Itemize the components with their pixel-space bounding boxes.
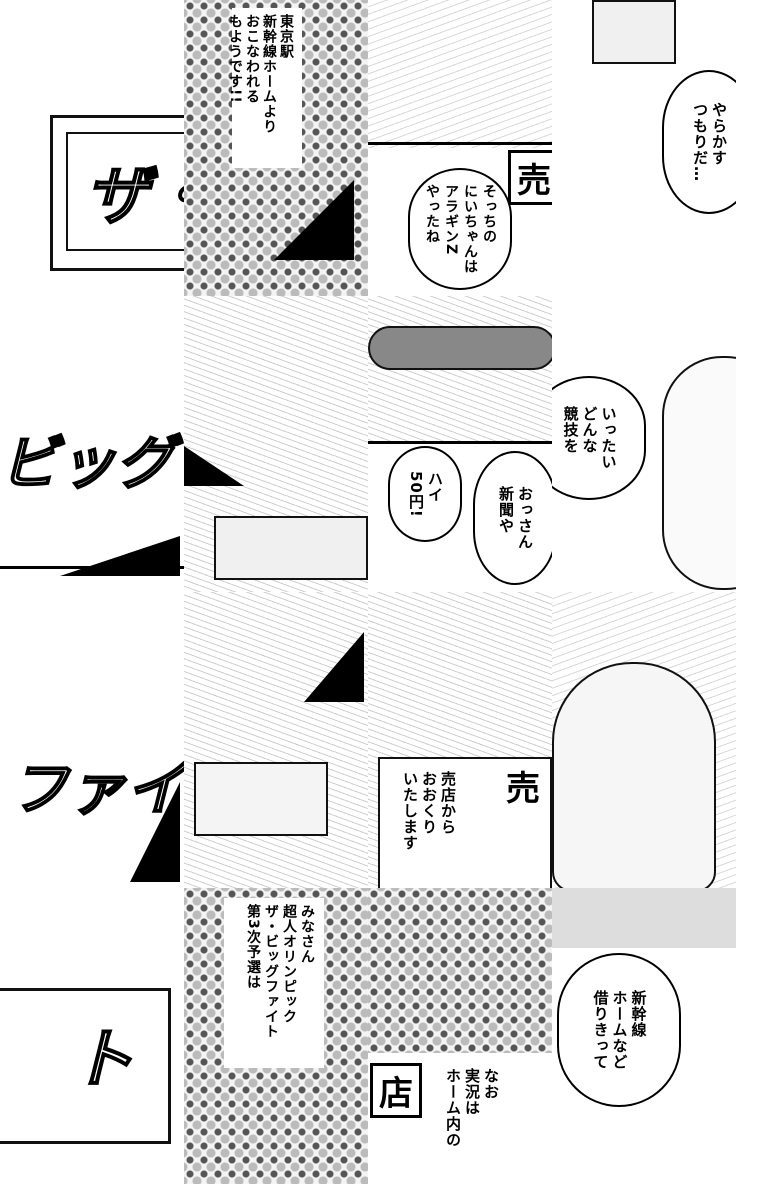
speech-bubble: ハイ 50円! (388, 446, 462, 542)
speech-bubble: そっちの にいちゃんは アラギンZ やったね (408, 168, 512, 290)
tile-bandaged-wrestler (552, 592, 736, 888)
tile-commentator: 新幹線 ホームなど 借りきって (552, 888, 736, 1184)
train (194, 762, 328, 836)
caption-text: みなさん 超人オリンピック ザ・ビッグファイト 第3次予選は (245, 904, 315, 1039)
speech-bubble: やらかす つもりだ… (662, 70, 736, 214)
tile-announcer-crowd: みなさん 超人オリンピック ザ・ビッグファイト 第3次予選は (184, 888, 368, 1184)
tile-sign-to: ト (0, 888, 184, 1184)
speech-bubble: 新幹線 ホームなど 借りきって (557, 953, 681, 1107)
tile-tracks-kiosk: 売 そっちの にいちゃんは アラギンZ やったね (368, 0, 552, 296)
tile-sign-fai: ファイ (0, 592, 184, 888)
wrestler-face (552, 662, 716, 888)
speech-bubble: おっさん 新聞や (473, 451, 552, 585)
sign-inner-frame (66, 132, 184, 251)
speech-text: やらかす つもりだ… (691, 102, 728, 182)
panel-border (368, 142, 552, 145)
tile-wrestler-face: いったい どんな 競技を (552, 296, 736, 592)
speech-text: いったい どんな 競技を (561, 406, 618, 470)
tile-character-talking: やらかす つもりだ… (552, 0, 736, 296)
tile-sign-the: ザ・ (0, 0, 184, 296)
sign-text: ザ・ (84, 159, 184, 235)
caption-text: 売店から おおくり いたします (401, 771, 457, 851)
tile-platform-train (184, 296, 368, 592)
tile-platform-tram (184, 592, 368, 888)
crowd-strip (552, 888, 736, 948)
tile-sign-big: ビッグ (0, 296, 184, 592)
tile-station-crowd: 東京駅 新幹線ホームより おこなわれる もようです!! (184, 0, 368, 296)
shop-sign: 店 (370, 1063, 422, 1118)
shinkansen-train (368, 326, 552, 370)
speech-text: ハイ 50円! (407, 470, 444, 518)
speech-text: そっちの にいちゃんは アラギンZ やったね (424, 184, 497, 274)
caption-box: 東京駅 新幹線ホームより おこなわれる もようです!! (227, 8, 302, 168)
caption-text: 東京駅 新幹線ホームより おこなわれる もようです!! (227, 14, 294, 134)
caption-text: なお 実況は ホーム内の (444, 1068, 500, 1148)
speed-spike (304, 632, 364, 702)
caption-box: みなさん 超人オリンピック ザ・ビッグファイト 第3次予選は (224, 898, 324, 1068)
tile-shop-crowd: 店 なお 実況は ホーム内の (368, 888, 552, 1184)
speech-bubble: いったい どんな 競技を (552, 376, 646, 500)
speed-spike (60, 536, 180, 576)
speed-spike (130, 782, 180, 882)
tile-platform-crowd: 売 売店から おおくり いたします (368, 592, 552, 888)
sign-text: ビッグ (0, 428, 175, 498)
kiosk-sign: 売 (508, 150, 552, 205)
caption-box: 売 売店から おおくり いたします (378, 757, 552, 888)
wrestler-face (662, 356, 736, 590)
speed-spike (274, 180, 354, 260)
speech-text: おっさん 新聞や (497, 486, 534, 550)
tile-shinkansen: ハイ 50円! おっさん 新聞や (368, 296, 552, 592)
speed-spike (184, 446, 244, 486)
speech-text: 新幹線 ホームなど 借りきって (591, 990, 648, 1070)
train (214, 516, 368, 580)
character (592, 0, 676, 64)
sign-text: ト (69, 1022, 135, 1098)
sign-frame (0, 988, 171, 1144)
kiosk-sign: 売 (500, 761, 546, 810)
